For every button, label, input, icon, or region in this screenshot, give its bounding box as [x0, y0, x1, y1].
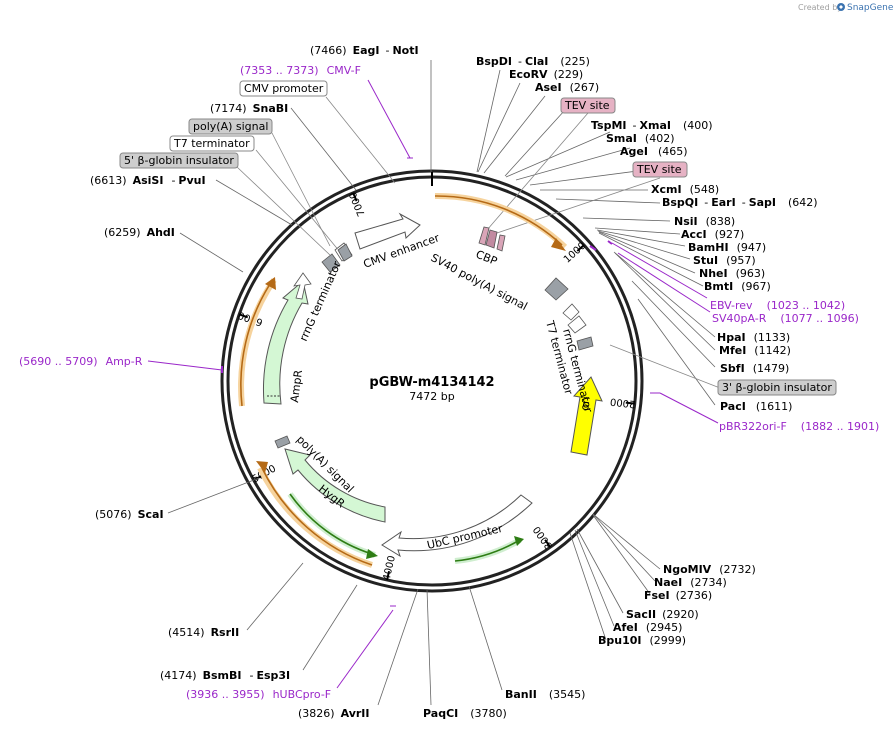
boxed-label-tev-site-2[interactable]: TEV site	[632, 161, 688, 178]
enzyme-sacii[interactable]: SacII(2920)	[626, 608, 699, 621]
feature-hygr[interactable]	[284, 448, 386, 523]
tick-mark-2000	[625, 401, 635, 405]
feature-ubc-promoter[interactable]	[381, 494, 533, 558]
feature-t7-terminator-right[interactable]	[576, 336, 594, 351]
feature-polya-signal-bottom[interactable]	[274, 435, 291, 449]
svg-text:poly(A) signal: poly(A) signal	[193, 120, 268, 133]
enzyme-paci[interactable]: PacI(1611)	[720, 400, 792, 413]
feature-rrng-terminator-left[interactable]	[321, 242, 353, 273]
primer-cmv-f[interactable]: (7353 .. 7373)CMV-F	[240, 64, 361, 77]
label-ori: ori	[578, 396, 593, 412]
enzyme-labels: (7466)EagI-NotI BspDI-ClaI(225) EcoRV(22…	[90, 44, 818, 720]
enzyme-naei[interactable]: NaeI(2734)	[654, 576, 727, 589]
orf-arcs	[238, 192, 568, 568]
boxed-label-5-globin-insulator[interactable]: 5' β-globin insulator	[119, 152, 239, 169]
feature-sv40-polya[interactable]	[544, 277, 569, 301]
svg-text:T7 terminator: T7 terminator	[173, 137, 250, 150]
enzyme-bspqi-eari-sapi[interactable]: BspQI-EarI-SapI(642)	[662, 196, 818, 209]
tick-mark-7000	[352, 192, 358, 202]
enzyme-mfei[interactable]: MfeI(1142)	[719, 344, 791, 357]
primer-ebv-rev[interactable]: EBV-rev(1023 .. 1042)	[710, 299, 845, 312]
tick-mark-1000	[576, 244, 585, 252]
feature-leader-lines	[236, 96, 721, 389]
enzyme-tspmi-xmai[interactable]: TspMI-XmaI(400)	[591, 119, 713, 132]
enzyme-bmti[interactable]: BmtI(967)	[704, 280, 771, 293]
enzyme-avrii[interactable]: (3826)AvrII	[298, 707, 369, 720]
boxed-label-cmv-promoter[interactable]: CMV promoter	[239, 80, 328, 97]
enzyme-sbfi[interactable]: SbfI(1479)	[720, 362, 789, 375]
primer-hubcpro-f[interactable]: (3936 .. 3955)hUBCpro-F	[186, 688, 331, 701]
enzyme-asei[interactable]: AseI(267)	[535, 81, 599, 94]
tick-label-2000: 2000	[610, 395, 637, 409]
label-ubc-promoter: UbC promoter	[426, 522, 505, 552]
svg-text:TEV site: TEV site	[636, 163, 682, 176]
enzyme-hpai[interactable]: HpaI(1133)	[717, 331, 790, 344]
feature-cbp[interactable]	[478, 226, 506, 252]
tick-label-4000: 4000	[382, 555, 398, 582]
enzyme-stui[interactable]: StuI(957)	[693, 254, 756, 267]
enzyme-ahdi[interactable]: (6259)AhdI	[104, 226, 175, 239]
feature-cmv-enhancer[interactable]	[354, 212, 421, 250]
primer-labels: (7353 .. 7373)CMV-F EBV-rev(1023 .. 1042…	[19, 64, 879, 701]
svg-text:TEV site: TEV site	[564, 99, 610, 112]
snapgene-brand[interactable]: SnapGene	[847, 3, 894, 13]
plasmid-length: 7472 bp	[409, 390, 454, 403]
enzyme-snabi[interactable]: (7174)SnaBI	[210, 102, 288, 115]
enzyme-fsei[interactable]: FseI(2736)	[644, 589, 712, 602]
label-cbp: CBP	[474, 248, 499, 268]
primer-sv40pa-r[interactable]: SV40pA-R(1077 .. 1096)	[712, 312, 859, 325]
enzyme-ecorv[interactable]: EcoRV(229)	[509, 68, 583, 81]
enzyme-banii[interactable]: BanII(3545)	[505, 688, 585, 701]
boxed-label-polya-signal[interactable]: poly(A) signal	[188, 118, 273, 135]
primer-pbr322ori-f[interactable]: pBR322ori-F(1882 .. 1901)	[719, 420, 879, 433]
feature-small-arrow-left[interactable]	[293, 272, 312, 300]
enzyme-scai[interactable]: (5076)ScaI	[95, 508, 164, 521]
plasmid-name: pGBW-m4134142	[369, 375, 494, 390]
feature-rrng-terminator-right[interactable]	[562, 303, 587, 334]
tick-mark-3000	[544, 539, 552, 548]
tick-mark-6000	[238, 313, 249, 319]
boxed-label-tev-site-1[interactable]: TEV site	[560, 97, 616, 114]
primer-marks	[221, 240, 613, 373]
primer-amp-r[interactable]: (5690 .. 5709)Amp-R	[19, 355, 143, 368]
enzyme-paqci[interactable]: PaqCI(3780)	[423, 707, 507, 720]
enzyme-ngomiv[interactable]: NgoMIV(2732)	[663, 563, 756, 576]
tick-label-7000: 7000	[348, 190, 368, 218]
svg-text:3' β-globin insulator: 3' β-globin insulator	[722, 381, 832, 394]
enzyme-nhei[interactable]: NheI(963)	[699, 267, 765, 280]
enzyme-asisi-pvui[interactable]: (6613)AsiSI-PvuI	[90, 174, 206, 187]
enzyme-agei[interactable]: AgeI(465)	[620, 145, 688, 158]
enzyme-smai[interactable]: SmaI(402)	[606, 132, 675, 145]
enzyme-bsmbi-esp3i[interactable]: (4174)BsmBI-Esp3I	[160, 669, 290, 682]
enzyme-eagi-notI[interactable]: (7466)EagI-NotI	[310, 44, 419, 57]
snapgene-logo-icon	[837, 3, 845, 11]
feature-ori[interactable]	[570, 376, 603, 456]
enzyme-bpu10i[interactable]: Bpu10I(2999)	[598, 634, 686, 647]
enzyme-bamhi[interactable]: BamHI(947)	[688, 241, 766, 254]
label-ampr: AmpR	[288, 369, 305, 404]
created-by-text: Created by	[798, 3, 842, 12]
boxed-label-3-globin-insulator[interactable]: 3' β-globin insulator	[717, 379, 837, 396]
feature-ampr[interactable]	[262, 280, 309, 405]
green-orf-arcs	[287, 492, 524, 564]
svg-text:5' β-globin insulator: 5' β-globin insulator	[124, 154, 234, 167]
svg-text:CMV promoter: CMV promoter	[244, 82, 324, 95]
enzyme-rsrii[interactable]: (4514)RsrII	[168, 626, 239, 639]
primer-leader-lines	[147, 79, 719, 689]
enzyme-leader-lines	[167, 60, 716, 706]
tick-label-3000: 3000	[532, 524, 556, 551]
tick-mark-4000	[386, 570, 391, 581]
enzyme-acci[interactable]: AccI(927)	[681, 228, 744, 241]
enzyme-bspdi-clai[interactable]: BspDI-ClaI(225)	[476, 55, 590, 68]
enzyme-nsii[interactable]: NsiI(838)	[674, 215, 735, 228]
enzyme-xcmi[interactable]: XcmI(548)	[651, 183, 719, 196]
boxed-label-t7-terminator[interactable]: T7 terminator	[169, 135, 255, 152]
enzyme-afei[interactable]: AfeI(2945)	[613, 621, 682, 634]
